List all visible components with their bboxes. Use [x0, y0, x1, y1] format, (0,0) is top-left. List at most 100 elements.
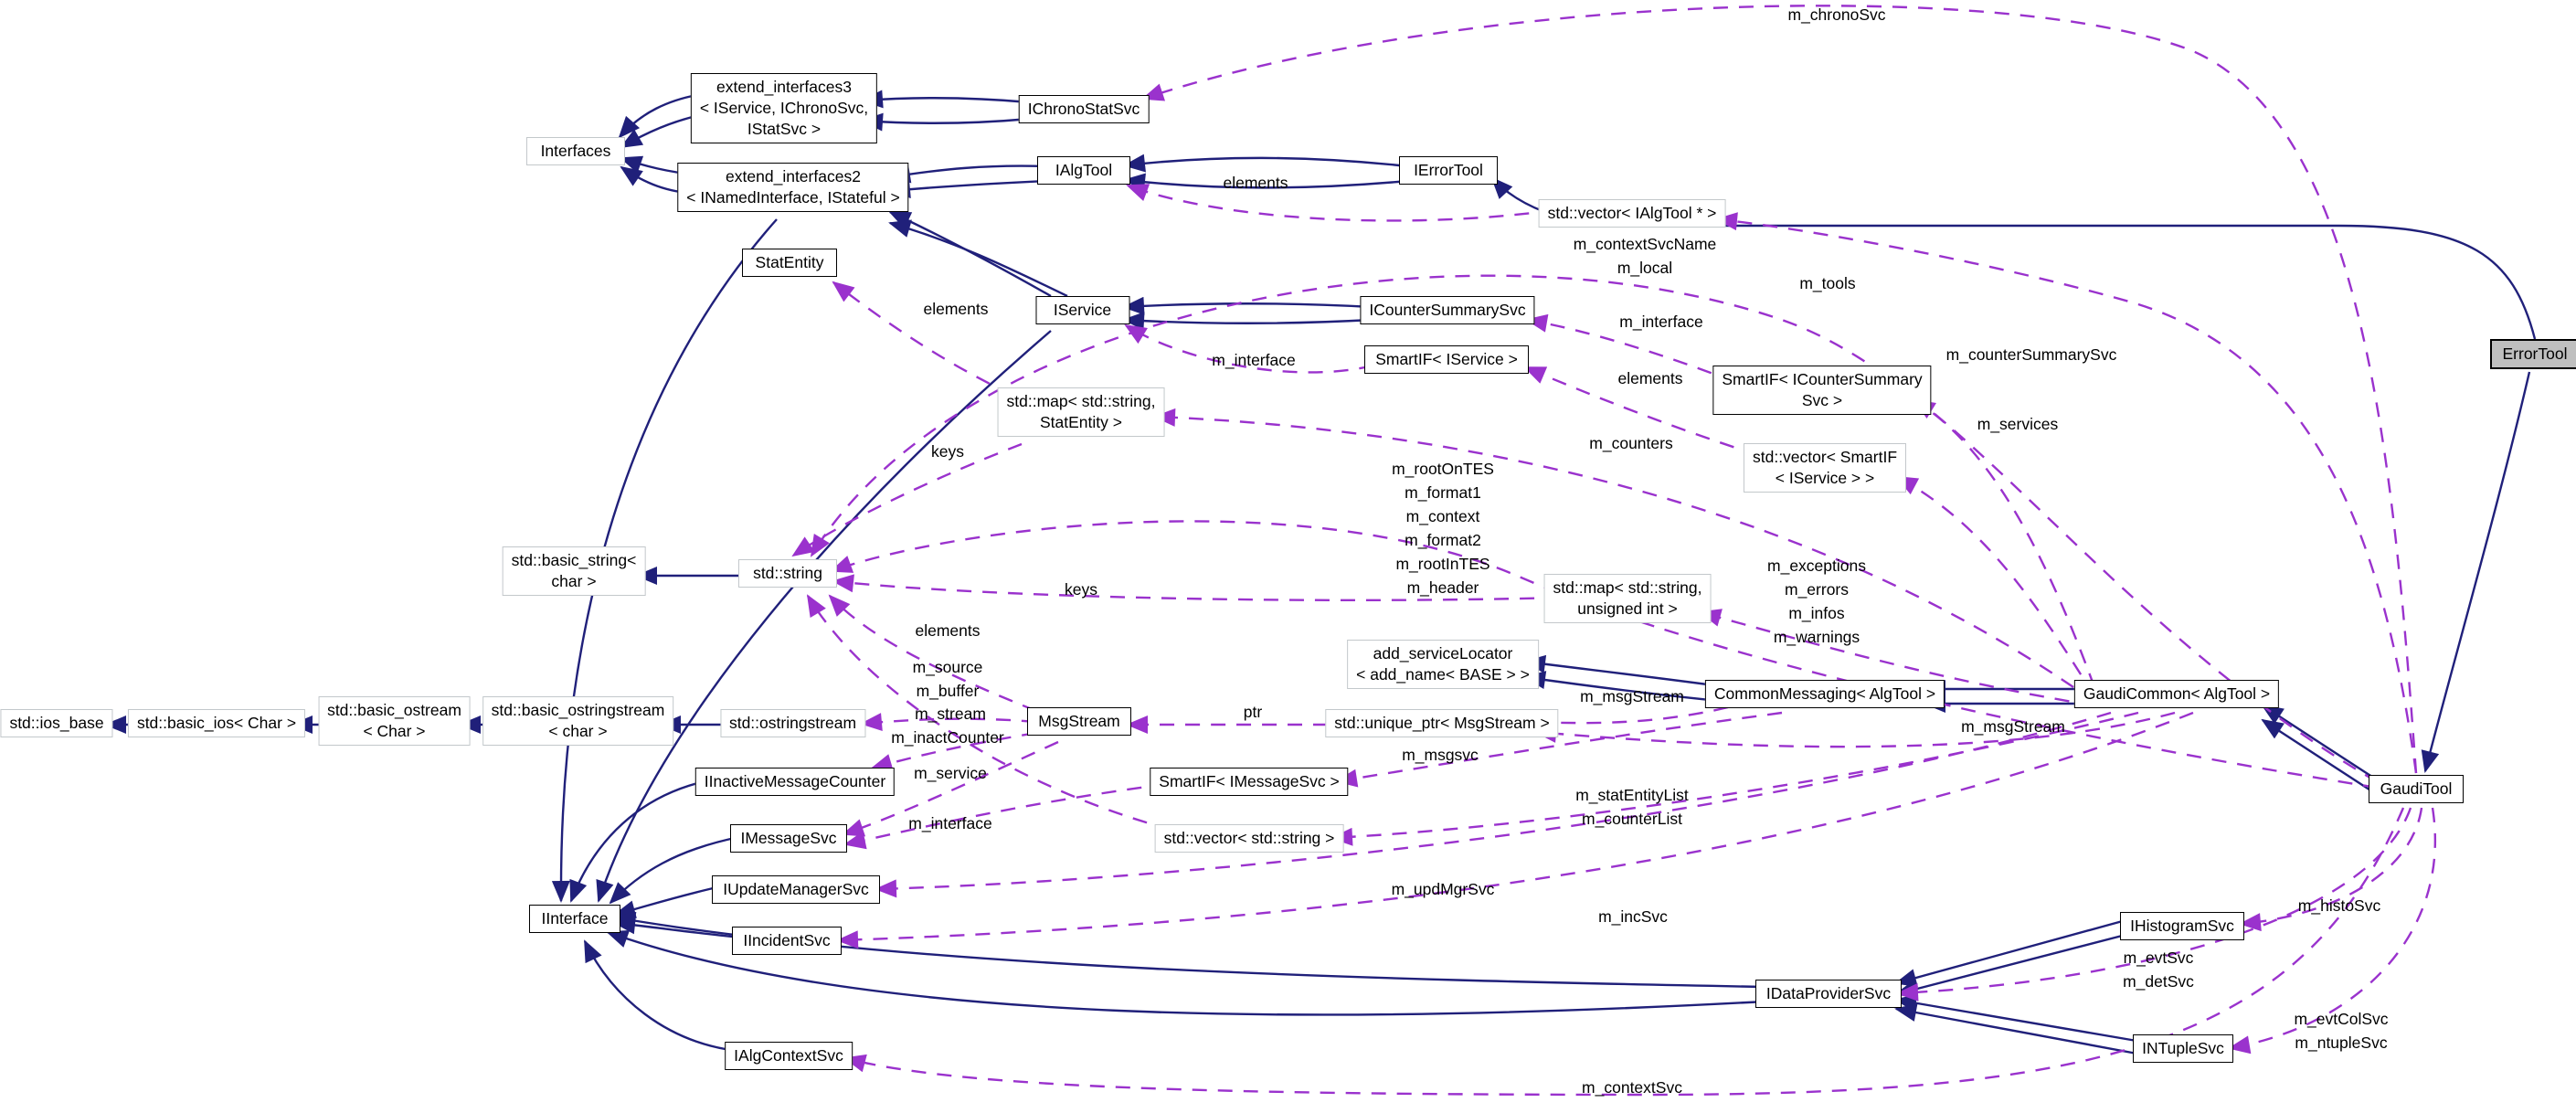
class-node-gauditool[interactable]: GaudiTool [2369, 775, 2464, 803]
usage-edges [791, 5, 2437, 1097]
edge-label-text: m_chronoSvc [1787, 5, 1886, 24]
edge-label-text: m_msgStream [1580, 687, 1684, 705]
class-name-text: IUpdateManagerSvc [723, 880, 869, 898]
inheritance-edge [1122, 312, 1373, 331]
class-node-ialgtool[interactable]: IAlgTool [1037, 156, 1130, 185]
class-node-statentity[interactable]: StatEntity [742, 249, 837, 277]
class-node-iservice[interactable]: IService [1035, 296, 1129, 324]
class-node-intuplesvc[interactable]: INTupleSvc [2133, 1034, 2233, 1063]
edge-label-text: m_service [914, 764, 987, 782]
edge-label-text: m_msgStream [1961, 717, 2065, 736]
class-node-msgstream[interactable]: MsgStream [1027, 707, 1131, 736]
edge-label-m-msgsvc: m_msgsvc [1402, 743, 1479, 767]
edge-label-keys-statentity-map: keys [931, 440, 964, 463]
edge-label-text: m_rootInTES [1395, 555, 1490, 573]
edge-label-ptr: ptr [1244, 700, 1262, 724]
usage-edge [1335, 711, 1783, 788]
edge-label-text: m_header [1406, 578, 1479, 597]
class-node-iinterface[interactable]: IInterface [529, 905, 620, 933]
class-node-ihistogramsvc[interactable]: IHistogramSvc [2120, 912, 2244, 940]
class-node-add-servicelocator: add_serviceLocator< add_name< BASE > > [1347, 640, 1539, 689]
class-name-text: Interfaces [540, 142, 611, 160]
class-name-text: < IService, IChronoSvc, [699, 99, 869, 117]
class-node-gaudicommon[interactable]: GaudiCommon< AlgTool > [2073, 680, 2280, 708]
usage-edge [791, 442, 1023, 557]
class-node-ialgcontextsvc[interactable]: IAlgContextSvc [725, 1042, 853, 1070]
class-name-text: std::unique_ptr< MsgStream > [1334, 714, 1550, 732]
edge-label-text: m_evtSvc [2123, 949, 2194, 967]
class-node-ichronostatsvc[interactable]: IChronoStatSvc [1018, 95, 1150, 123]
class-node-idataprovidersvc[interactable]: IDataProviderSvc [1755, 980, 1902, 1008]
class-name-text: std::basic_ostream [327, 701, 461, 719]
inheritance-edge [551, 218, 778, 903]
inheritance-edges [104, 90, 2537, 1056]
usage-edge [1699, 609, 2095, 707]
class-name-text: IStatSvc > [747, 120, 822, 138]
class-name-text: std::vector< IAlgTool * > [1547, 204, 1717, 222]
class-node-smartif-imessagesvc[interactable]: SmartIF< IMessageSvc > [1150, 768, 1349, 796]
edge-label-text: m_counterSummarySvc [1945, 345, 2117, 364]
usage-edge [1525, 313, 1736, 384]
edge-label-text: m_services [1977, 415, 2059, 433]
inheritance-edge [1894, 1003, 2143, 1056]
class-node-extend-interfaces2[interactable]: extend_interfaces2< INamedInterface, ISt… [677, 163, 909, 212]
class-name-text: IMessageSvc [740, 829, 837, 847]
edge-label-text: m_interface [1212, 351, 1296, 369]
edge-label-text: m_stream [915, 705, 986, 723]
usage-edge [806, 594, 1172, 832]
inheritance-edge [609, 835, 740, 905]
inheritance-edge [1123, 154, 1409, 173]
inheritance-edge [606, 929, 1765, 1016]
usage-edge [1913, 398, 2096, 688]
inheritance-edge [1894, 932, 2130, 999]
class-name-text: std::ostringstream [728, 714, 857, 732]
usage-edge [828, 594, 1037, 713]
edge-label-elements-vector-string: elements [915, 619, 980, 642]
edge-label-m-stream: m_stream [915, 702, 986, 726]
inheritance-edge [613, 885, 722, 918]
class-node-iupdatemanagersvc[interactable]: IUpdateManagerSvc [712, 875, 880, 904]
class-node-smartif-iservice[interactable]: SmartIF< IService > [1364, 345, 1529, 374]
edge-label-text: m_warnings [1773, 628, 1860, 646]
class-name-text: std::vector< std::string > [1163, 829, 1335, 847]
inheritance-edge [1894, 917, 2130, 987]
class-node-iinactivemessagecounter[interactable]: IInactiveMessageCounter [694, 768, 896, 796]
edge-label-m-msgstream-2: m_msgStream [1961, 715, 2065, 738]
inheritance-edge [2261, 718, 2379, 797]
edge-label-text: elements [923, 300, 989, 318]
class-name-text: char > [551, 572, 597, 590]
class-name-text: std::basic_string< [511, 551, 637, 569]
class-node-icountersummarysvc[interactable]: ICounterSummarySvc [1360, 296, 1535, 324]
inheritance-edge [888, 219, 1068, 298]
edge-label-elements-statentity: elements [923, 297, 988, 321]
class-name-text: < IService > > [1775, 469, 1875, 487]
edge-label-m-services: m_services [1977, 412, 2059, 436]
class-node-std-string: std::string [738, 559, 837, 588]
usage-edge [1895, 475, 2096, 697]
class-node-ierrortool[interactable]: IErrorTool [1399, 156, 1498, 185]
edge-label-m-tools: m_tools [1799, 271, 1855, 295]
usage-edge [842, 740, 1059, 837]
class-name-text: IDataProviderSvc [1765, 984, 1892, 1002]
class-name-text: IService [1053, 301, 1112, 319]
class-node-iincidentsvc[interactable]: IIncidentSvc [732, 927, 842, 955]
class-name-text: IInactiveMessageCounter [704, 772, 886, 790]
inheritance-edge [596, 330, 1052, 903]
usage-edge [832, 574, 1561, 602]
edge-label-text: m_buffer [916, 682, 980, 700]
edge-label-text: m_counterList [1582, 810, 1682, 828]
inheritance-edge [888, 164, 1047, 184]
edge-label-text: m_errors [1784, 580, 1850, 599]
class-name-text: extend_interfaces2 [726, 167, 861, 186]
edge-label-text: m_incSvc [1598, 907, 1668, 926]
class-node-imessagesvc[interactable]: IMessageSvc [730, 824, 847, 853]
class-name-text: CommonMessaging< AlgTool > [1713, 684, 1936, 703]
class-node-extend-interfaces3[interactable]: extend_interfaces3< IService, IChronoSvc… [690, 73, 878, 143]
class-node-vector-smartif-iservice: std::vector< SmartIF< IService > > [1743, 443, 1907, 493]
inheritance-edge [888, 179, 1047, 199]
edge-label-text: m_ntupleSvc [2295, 1034, 2388, 1052]
class-node-commonmessaging[interactable]: CommonMessaging< AlgTool > [1704, 680, 1945, 708]
